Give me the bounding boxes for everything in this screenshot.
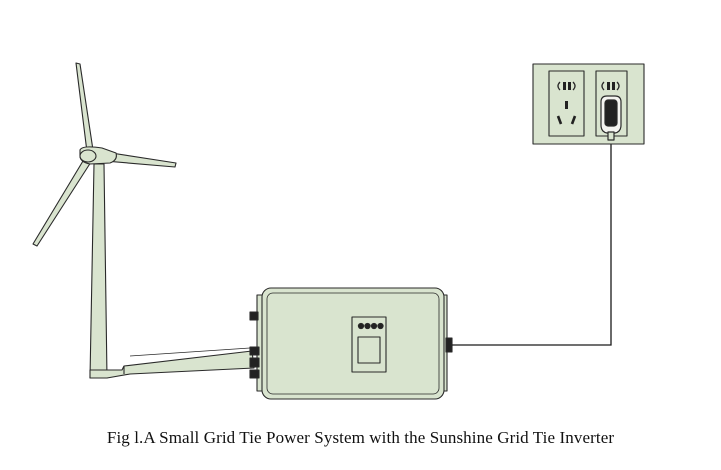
plug-icon	[600, 95, 622, 141]
two-pin-socket-icon	[601, 81, 620, 91]
two-pin-socket-icon	[557, 81, 576, 91]
wind-turbine-icon	[32, 62, 255, 379]
three-pin-socket-icon	[556, 101, 577, 125]
grid-tie-inverter-icon	[249, 287, 453, 400]
wall-socket-icon	[532, 63, 645, 145]
figure-caption: Fig l.A Small Grid Tie Power System with…	[106, 428, 615, 447]
ac-wire	[452, 140, 612, 346]
